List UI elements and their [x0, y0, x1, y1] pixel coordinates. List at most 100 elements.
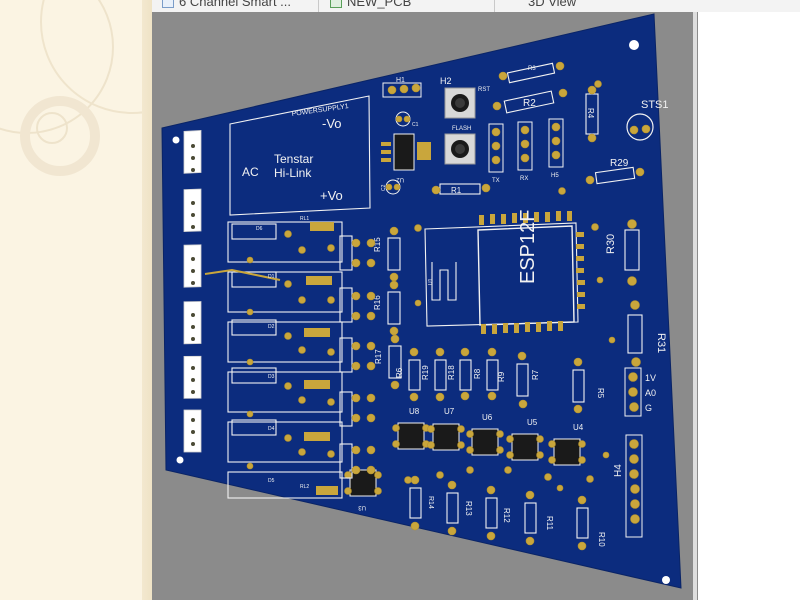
esp12f-module: ESP12F U1	[424, 210, 585, 334]
presentation-background	[0, 0, 152, 600]
label-r29: R29	[610, 158, 629, 169]
resistor-r4: R4	[585, 85, 599, 143]
label-rx: RX	[520, 176, 528, 182]
label-u5: U5	[527, 418, 538, 427]
header-h5: H5	[548, 118, 564, 179]
label-g: G	[645, 403, 652, 413]
3d-view-canvas[interactable]: POWERSUPPLY1 -Vo +Vo AC Tenstar Hi-Link …	[152, 12, 698, 600]
tab-new-pcb[interactable]: NEW_PCB	[330, 0, 411, 11]
resistor-r12: R12	[485, 485, 511, 541]
label-r2: R2	[523, 98, 536, 109]
label-r31: R31	[655, 333, 667, 353]
label-r7: R7	[531, 369, 540, 380]
label-r1: R1	[451, 186, 462, 195]
label-a0: A0	[645, 388, 656, 398]
label-ac: AC	[242, 165, 259, 179]
header-h4: H4	[613, 434, 643, 538]
label-r9: R9	[497, 371, 506, 382]
resistor-r6: R6	[395, 347, 421, 402]
label-h1: H1	[396, 77, 405, 84]
label-diode: D6	[256, 226, 263, 232]
panel-edge	[142, 0, 152, 600]
viewport-scrollbar[interactable]	[693, 12, 697, 600]
document-icon	[162, 0, 174, 8]
label-h5: H5	[551, 173, 559, 179]
label-r17: R17	[374, 349, 383, 364]
pcb-icon	[330, 0, 342, 8]
resistor-r15: R15	[373, 226, 401, 282]
tab-smart-switch[interactable]: 6 Channel Smart ...	[162, 0, 291, 11]
regulator-u2: U2	[381, 133, 431, 182]
label-r12: R12	[502, 508, 511, 523]
label-r6: R6	[395, 367, 404, 378]
resistor-r1: R1	[431, 183, 491, 195]
label-sts1: STS1	[641, 99, 669, 111]
label-u6: U6	[482, 413, 493, 422]
resistor-r31: R31	[627, 300, 667, 367]
resistor-r2: R2	[492, 88, 568, 114]
label-vo-minus: -Vo	[322, 116, 342, 131]
button-rst: H2 RST	[440, 76, 490, 119]
label-r13: R13	[464, 501, 473, 516]
label-hilink: Hi-Link	[274, 166, 312, 180]
label-r11: R11	[545, 516, 554, 531]
optocoupler-u5: U5	[506, 418, 544, 461]
label-c1: C1	[412, 122, 419, 128]
resistor-r9: R9	[497, 371, 506, 382]
label-flash: FLASH	[452, 126, 471, 132]
label-u4: U4	[573, 423, 584, 432]
decorative-ring	[36, 112, 68, 144]
label-rst: RST	[478, 87, 490, 93]
capacitor-c2: C2	[381, 179, 401, 195]
label-r30: R30	[605, 234, 617, 254]
resistor-r8: R8	[473, 347, 499, 401]
optocoupler-u8: U8	[392, 407, 430, 450]
header-analog: 1V A0 G	[624, 367, 656, 417]
resistor-r13: R13	[446, 480, 473, 536]
mounting-hole	[172, 136, 180, 144]
label-u3: U3	[358, 504, 366, 510]
label-r15: R15	[373, 237, 382, 252]
optocoupler-u4: U4	[548, 423, 586, 466]
header-rx: RX	[517, 121, 533, 182]
label-diode: D5	[268, 478, 275, 484]
mounting-hole	[629, 40, 639, 50]
resistor-r5: R5	[572, 357, 605, 414]
resistor-r19: R19	[421, 347, 447, 402]
pcb-3d-render: POWERSUPPLY1 -Vo +Vo AC Tenstar Hi-Link …	[161, 13, 682, 589]
label-diode: D1	[268, 274, 275, 280]
label-r5: R5	[596, 388, 605, 399]
resistor-r17: R17	[374, 334, 402, 390]
label-r10: R10	[597, 532, 606, 547]
label-diode: D3	[268, 374, 275, 380]
decorative-ring	[20, 96, 100, 176]
label-r14: R14	[427, 496, 434, 509]
label-tx: TX	[492, 178, 500, 184]
resistor-r30: R30	[605, 219, 640, 286]
label-u1: U1	[428, 278, 434, 285]
mounting-hole	[662, 576, 670, 584]
relay-area: RL1 RL2 D1 D2 D3 D4 D5 D6	[204, 216, 343, 499]
button-flash: FLASH	[444, 126, 476, 165]
label-c2: C2	[381, 184, 387, 191]
label-1v: 1V	[645, 373, 656, 383]
label-h4: H4	[613, 464, 624, 477]
tab-3d-view[interactable]: 3D View	[528, 0, 577, 9]
label-r16: R16	[373, 295, 382, 310]
resistor-r3: R3	[498, 61, 565, 84]
header-tx: TX	[488, 123, 504, 184]
label-diode: D2	[268, 324, 275, 330]
resistor-r16: R16	[373, 280, 401, 336]
resistor-r11: R11	[524, 490, 554, 546]
label-r19: R19	[421, 365, 430, 380]
capacitor-c1: C1	[395, 111, 419, 128]
label-u8: U8	[409, 407, 420, 416]
mounting-hole	[176, 456, 184, 464]
label-r8: R8	[473, 368, 482, 379]
via-group	[404, 80, 616, 492]
led-column	[339, 235, 376, 479]
optocoupler-u6: U6	[466, 413, 504, 456]
label-esp12f: ESP12F	[517, 210, 539, 284]
label-relay: RL2	[300, 484, 309, 490]
page-margin	[698, 12, 800, 600]
